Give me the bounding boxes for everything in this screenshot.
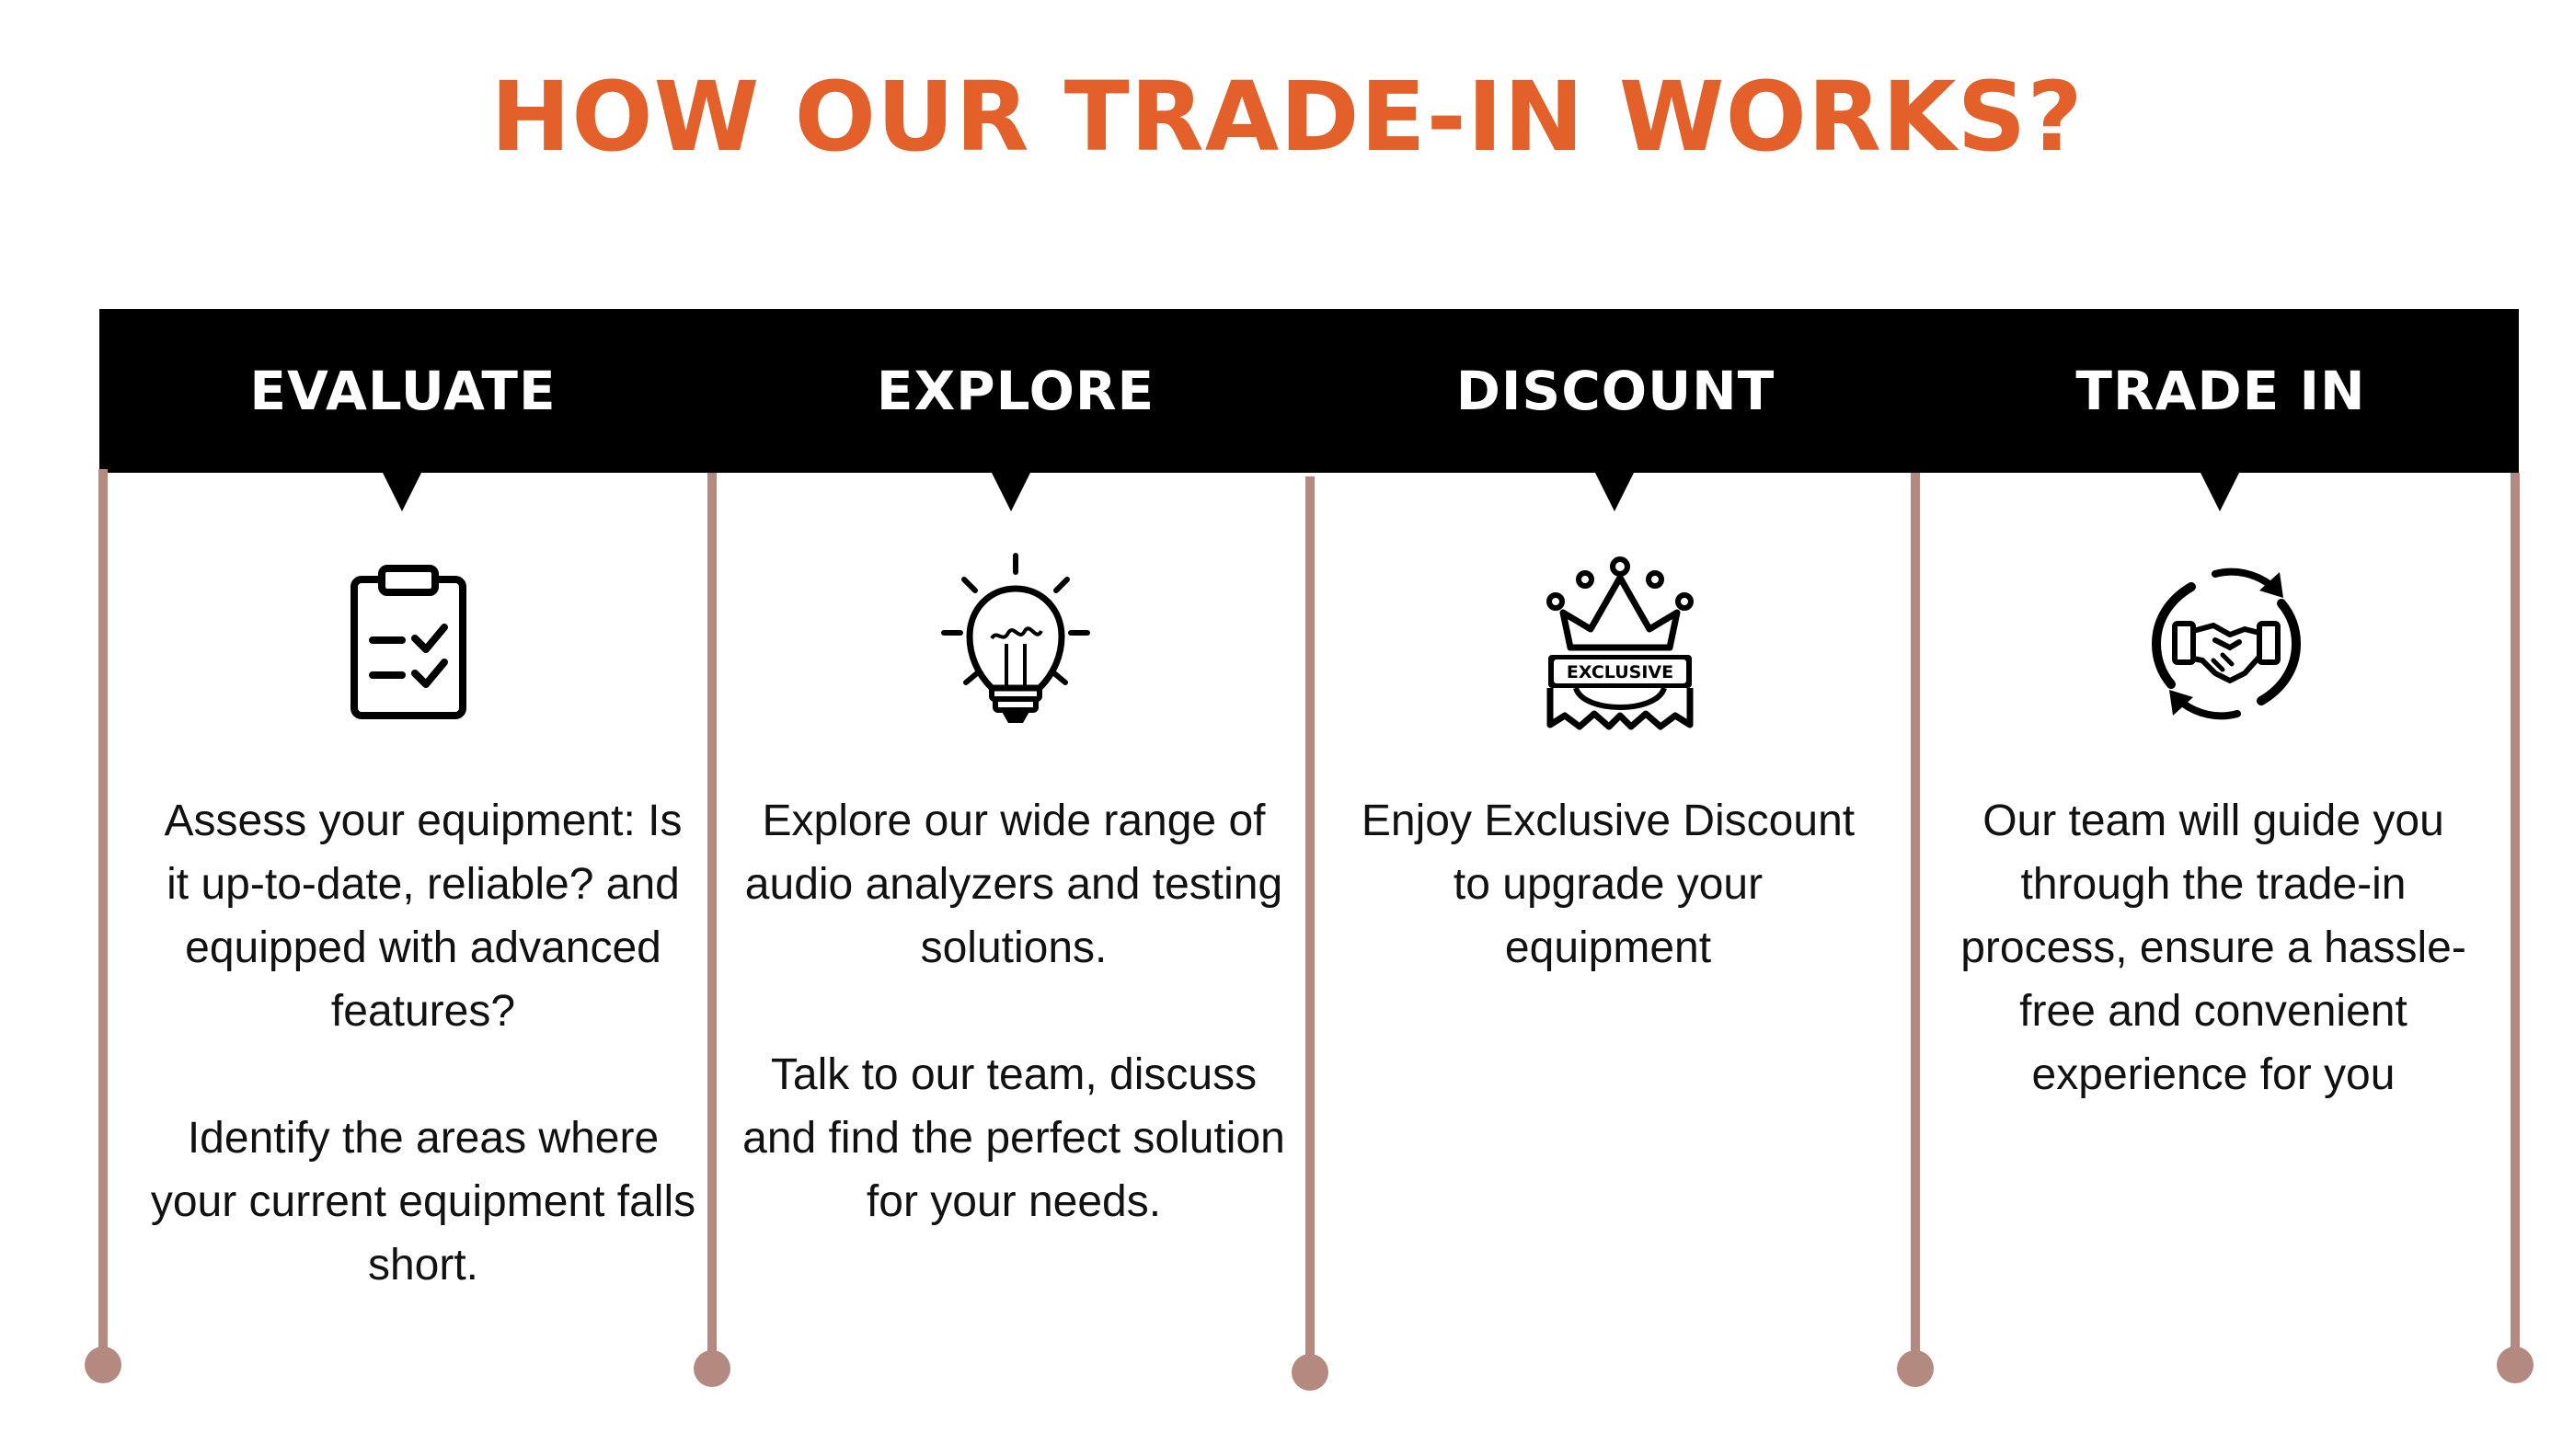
step-pointer-discount bbox=[1594, 471, 1635, 511]
exclusive-crown-badge-icon: EXCLUSIVE bbox=[1528, 552, 1712, 736]
step-description-explore: Explore our wide range of audio analyzer… bbox=[738, 789, 1290, 1233]
divider-dot bbox=[85, 1347, 121, 1383]
step-description-discount: Enjoy Exclusive Discount to upgrade your… bbox=[1350, 789, 1866, 980]
exclusive-badge-text: EXCLUSIVE bbox=[1567, 662, 1673, 682]
step-paragraph: Explore our wide range of audio analyzer… bbox=[744, 797, 1283, 972]
step-title-discount: DISCOUNT bbox=[1455, 360, 1775, 422]
divider-dot bbox=[1292, 1354, 1328, 1391]
step-paragraph: Our team will guide you through the trad… bbox=[1960, 797, 2466, 1099]
step-paragraph: Assess your equipment: Is it up-to-date,… bbox=[164, 797, 683, 1036]
divider-dot bbox=[1897, 1350, 1934, 1387]
step-pointer-trade-in bbox=[2200, 471, 2240, 511]
steps-header-bar bbox=[99, 309, 2519, 473]
divider-dot bbox=[2497, 1347, 2534, 1383]
divider-line bbox=[98, 469, 108, 1361]
step-title-evaluate: EVALUATE bbox=[249, 360, 557, 422]
handshake-exchange-icon bbox=[2134, 552, 2318, 736]
step-description-evaluate: Assess your equipment: Is it up-to-date,… bbox=[147, 789, 699, 1297]
divider-line bbox=[2511, 473, 2520, 1361]
lightbulb-icon bbox=[924, 552, 1108, 736]
page-title: HOW OUR TRADE-IN WORKS? bbox=[490, 61, 2084, 173]
step-paragraph: Talk to our team, discuss and find the p… bbox=[742, 1050, 1285, 1226]
step-description-trade-in: Our team will guide you through the trad… bbox=[1956, 789, 2471, 1106]
step-pointer-explore bbox=[991, 471, 1031, 511]
divider-line bbox=[1911, 473, 1920, 1365]
clipboard-checklist-icon bbox=[316, 552, 500, 736]
step-title-explore: EXPLORE bbox=[876, 360, 1155, 422]
step-pointer-evaluate bbox=[382, 471, 422, 511]
step-paragraph: Identify the areas where your current eq… bbox=[150, 1114, 696, 1290]
step-paragraph: Enjoy Exclusive Discount to upgrade your… bbox=[1361, 797, 1856, 972]
step-title-trade-in: TRADE IN bbox=[2075, 360, 2366, 422]
divider-dot bbox=[694, 1350, 730, 1387]
divider-line bbox=[707, 473, 717, 1365]
divider-line bbox=[1305, 476, 1315, 1369]
